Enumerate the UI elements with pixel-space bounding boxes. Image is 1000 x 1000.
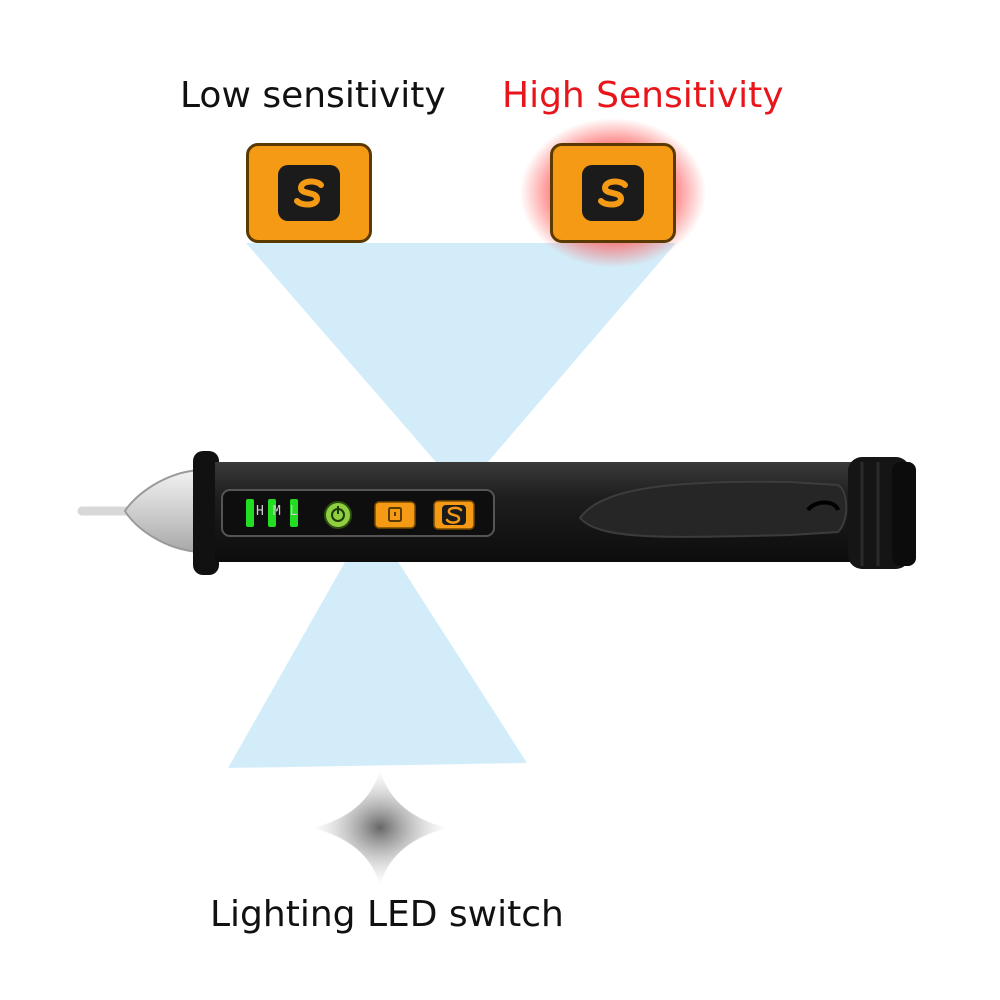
s-glyph-icon — [278, 165, 340, 221]
pen-flange — [193, 451, 219, 575]
indicator-letters: H M L — [256, 504, 326, 526]
upper-light-beam — [246, 243, 676, 492]
indicator-letter-h: H — [256, 504, 264, 519]
low-sensitivity-label: Low sensitivity — [180, 75, 446, 116]
lighting-led-switch-label: Lighting LED switch — [210, 894, 564, 935]
low-sensitivity-button — [246, 143, 372, 243]
indicator-letter-m: M — [272, 504, 281, 519]
high-sensitivity-label: High Sensitivity — [502, 75, 784, 116]
high-sensitivity-button — [550, 143, 676, 243]
pocket-clip — [578, 480, 848, 538]
shadow-star-icon — [312, 770, 448, 885]
indicator-letter-l: L — [289, 504, 298, 519]
s-glyph-icon — [582, 165, 644, 221]
lower-light-beam — [228, 518, 527, 768]
probe-tip — [123, 468, 201, 554]
